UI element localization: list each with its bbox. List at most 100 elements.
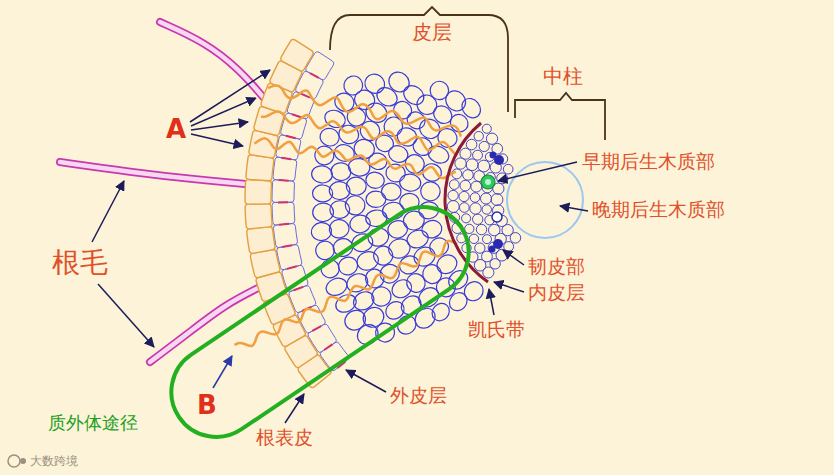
stele-cell [489,224,500,235]
cortex-cells [310,68,487,349]
casparian-dash [279,179,289,182]
casparian-dash [287,266,297,269]
stele-cell [460,203,470,213]
stele-cell [482,235,491,244]
late-metaxylem [507,162,583,238]
root-hair [60,162,245,184]
root-hair [160,22,263,97]
leader-line [560,206,588,211]
leader-line [498,162,577,181]
stele-cell [447,201,459,213]
part-label: 早期后生木质部 [582,150,715,173]
stele-cell [503,164,513,174]
cortex-cell [381,183,401,201]
pathway-outline [154,190,486,455]
cortex-cell [340,73,366,99]
stele-cell [491,194,503,206]
part-label: 外皮层 [390,384,447,407]
stele-cell [470,193,480,203]
cortex-cell [311,165,334,184]
part-label: 晚期后生木质部 [592,198,725,221]
cortex-bracket [330,7,508,112]
cortex-cell [426,77,452,103]
cortex-cell [385,68,413,96]
stele-cell [448,190,458,200]
watermark-icon [8,455,26,467]
cortex-cell [359,303,387,331]
leader-lines [92,70,588,423]
region-label: 皮层 [412,20,452,44]
cortex-cell [405,228,431,251]
cortex-cell [420,181,441,201]
cortex-cell [442,87,470,115]
cortex-cell [429,300,453,324]
casparian-dash [310,73,319,78]
stele-cell [460,180,471,191]
cortex-cell [461,278,487,305]
cortex-cell [366,191,386,207]
stele-cell [482,124,491,133]
transport-path [235,241,457,346]
epidermis-cell [281,39,313,71]
stele-cell [469,234,478,243]
stele-cell [473,214,483,224]
casparian-dash [292,114,301,117]
cortex-cell [458,95,484,122]
cortex-cell [349,214,372,234]
leader-line [494,282,524,292]
callout-letter: A [166,114,186,145]
pathway-region: B质外体途径 [154,190,486,454]
part-label: 内皮层 [528,281,585,304]
leader-line [213,356,232,388]
early-metaxylem-lumen [485,179,491,185]
phloem [490,152,497,159]
brackets [330,7,605,140]
stele-cell [480,193,491,204]
exodermis-cell [272,202,295,225]
cortex-cell [336,255,360,278]
cortex-cell [365,171,385,189]
region-label: 中柱 [543,64,583,88]
transport-path [268,85,461,136]
casparian-dash [312,326,321,331]
stele-cell [486,133,497,144]
stele-cell [478,160,490,172]
casparian-dash [282,245,292,247]
cortex-cell [333,143,356,164]
stele-cell [459,191,469,201]
cortex-cell [318,126,341,148]
stele-cell [466,139,477,150]
cortex-cell [389,276,415,301]
stele-cell [476,224,486,234]
casparian-dash [281,158,291,160]
transport-path [261,111,457,156]
early-metaxylem [481,175,495,189]
root-hair [150,288,258,362]
stele-cell [474,131,483,140]
part-label: 韧皮部 [528,255,585,278]
watermark: 大数跨境 [30,454,78,468]
cortex-cell [330,162,352,182]
exodermis-cell [272,180,295,203]
watermark-icon [20,458,26,464]
cortex-cell [400,82,428,109]
pathway-letter: B [197,390,217,421]
casparian-dash [286,136,296,138]
cortex-cell [310,221,333,242]
epidermis-cell [246,155,274,181]
casparian-dash [324,344,332,350]
cortex-cell [371,244,395,268]
stele-cell [475,243,485,253]
root-hair-lumen [160,22,263,97]
casparian-dash [278,201,288,203]
exodermis-cell [273,224,297,248]
leader-line [346,370,386,392]
epidermis-cell [245,179,271,204]
part-label: 凯氏带 [468,318,525,341]
stele-cell [482,205,491,214]
xylem-vessel [492,212,502,222]
stele-cell [463,170,474,181]
pathway-name: 质外体途径 [48,412,138,434]
transport-path [254,138,455,178]
stele-cell [470,203,481,214]
